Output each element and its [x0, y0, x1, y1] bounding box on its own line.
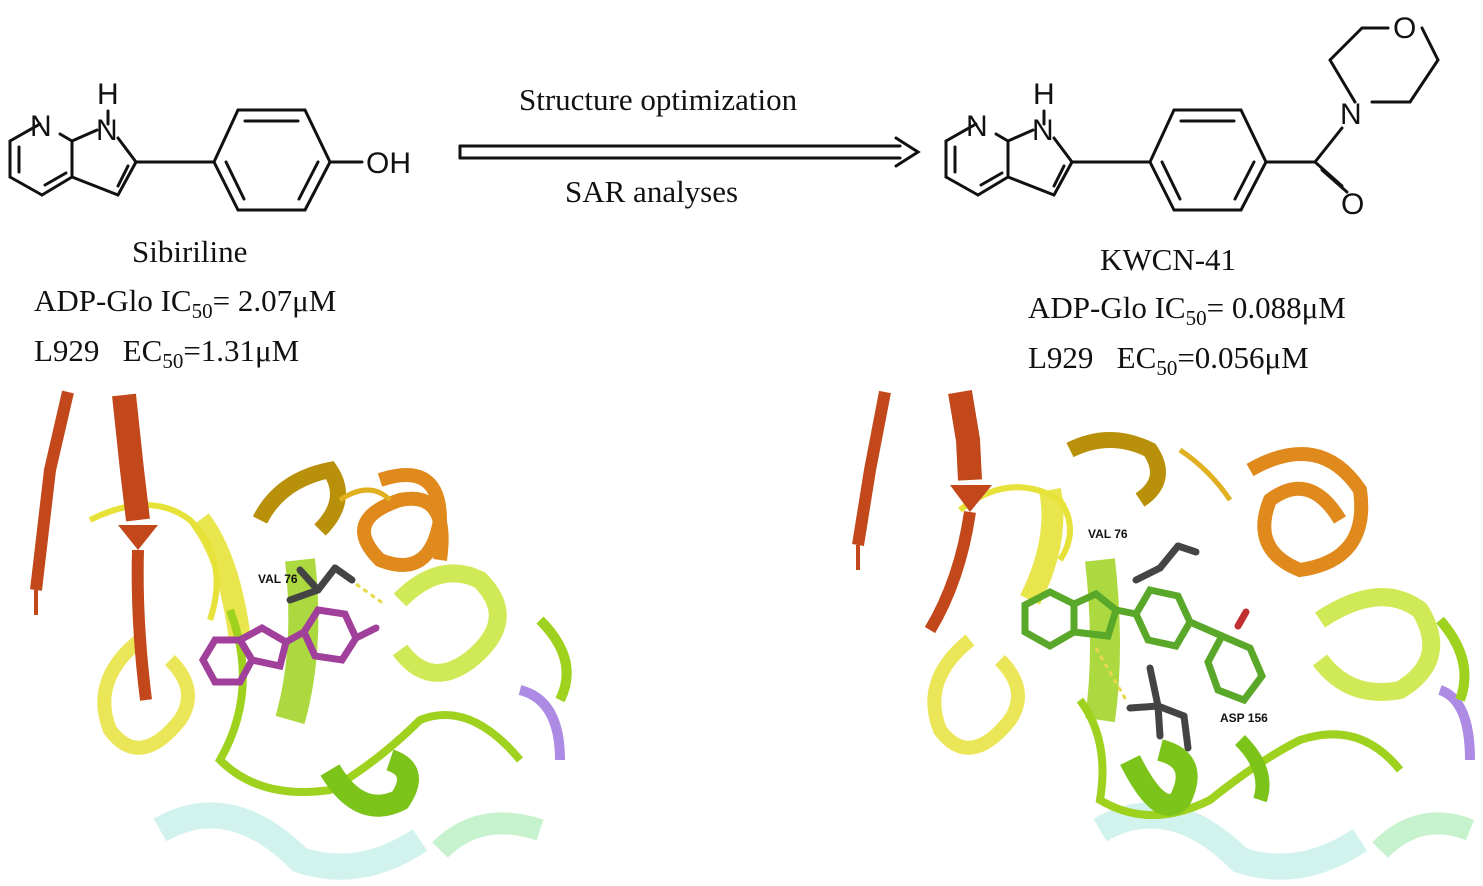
kwcn-asp156-label: ASP 156	[1220, 711, 1268, 725]
kwcn-purple-ribbon	[1438, 685, 1475, 761]
kwcn-ec50-value: =0.056μM	[1177, 340, 1309, 375]
sibiriline-ec50: L929 EC50=1.31μM	[34, 333, 300, 373]
kwcn-docking-view: VAL 76 ASP 156	[852, 390, 1475, 880]
kwcn-ec50-sub: 50	[1156, 356, 1178, 380]
sibiriline-pyridine-ring	[8, 122, 74, 197]
kwcn-val76-residue	[1132, 542, 1200, 584]
kwcn-morpholine-ring	[1328, 26, 1440, 104]
kwcn-ic50-value: = 0.088μM	[1206, 290, 1346, 325]
sibiriline-atom-h: H	[97, 78, 119, 111]
sibiriline-ic50-value: = 2.07μM	[212, 283, 337, 318]
kwcn-ec50-prefix: L929 EC	[1028, 340, 1157, 375]
kwcn-val76-label: VAL 76	[1088, 527, 1128, 541]
reaction-arrow	[458, 136, 921, 168]
kwcn-atom-h: H	[1033, 78, 1055, 111]
kwcn-amide-group	[1264, 126, 1349, 194]
sibiriline-ic50-sub: 50	[191, 299, 213, 323]
kwcn-ec50: L929 EC50=0.056μM	[1028, 340, 1309, 380]
kwcn-ligand	[1021, 586, 1267, 705]
kwcn-pyrrole-ring	[1006, 109, 1074, 197]
sibiriline-hbond	[355, 582, 385, 606]
sibiriline-name: Sibiriline	[132, 234, 248, 269]
sibiriline-atom-n-pyridine: N	[30, 110, 52, 143]
arrow-bottom-label: SAR analyses	[565, 174, 739, 209]
sibiriline-ic50: ADP-Glo IC50= 2.07μM	[34, 283, 337, 323]
sibiriline-val76-label: VAL 76	[258, 572, 298, 586]
sibiriline-rust-strand-1	[30, 390, 74, 591]
kwcn-phenyl-ring	[1148, 108, 1268, 212]
kwcn-ic50: ADP-Glo IC50= 0.088μM	[1028, 290, 1346, 330]
kwcn-rust-strand-1	[852, 390, 891, 546]
sibiriline-docking-view: VAL 76	[30, 390, 572, 880]
kwcn-asp156-residue	[1126, 664, 1192, 752]
sibiriline-ec50-sub: 50	[162, 349, 184, 373]
sibiriline-ec50-value: =1.31μM	[183, 333, 300, 368]
sibiriline-pyrrole-ring	[70, 109, 138, 197]
sibiriline-ligand	[198, 606, 380, 686]
kwcn-pyridine-ring	[944, 122, 1010, 197]
sibiriline-phenol-ring	[212, 108, 332, 212]
kwcn-atom-n-morpholine: N	[1340, 98, 1362, 131]
sibiriline-atom-oh: OH	[366, 147, 411, 180]
sibiriline-purple-ribbon	[518, 685, 565, 761]
kwcn-ic50-sub: 50	[1185, 306, 1207, 330]
kwcn-atom-o-morpholine: O	[1393, 12, 1416, 45]
kwcn-atom-n-pyridine: N	[966, 110, 988, 143]
arrow-top-label: Structure optimization	[519, 82, 798, 117]
sibiriline-ic50-prefix: ADP-Glo IC	[34, 283, 192, 318]
kwcn-hbond	[1094, 647, 1128, 701]
kwcn-atom-n-pyrrole: N	[1032, 114, 1054, 147]
sibiriline-atom-n-pyrrole: N	[96, 114, 118, 147]
sibiriline-rust-strand-2	[112, 393, 150, 522]
sibiriline-orange-helix	[357, 468, 449, 572]
kwcn-name: KWCN-41	[1100, 242, 1237, 277]
kwcn-atom-o-carbonyl: O	[1341, 188, 1364, 221]
kwcn-rust-strand-2	[948, 390, 982, 481]
kwcn-orange-helix	[1246, 447, 1369, 578]
sibiriline-val76-residue	[286, 564, 356, 604]
kwcn-ic50-prefix: ADP-Glo IC	[1028, 290, 1186, 325]
sibiriline-ec50-prefix: L929 EC	[34, 333, 163, 368]
